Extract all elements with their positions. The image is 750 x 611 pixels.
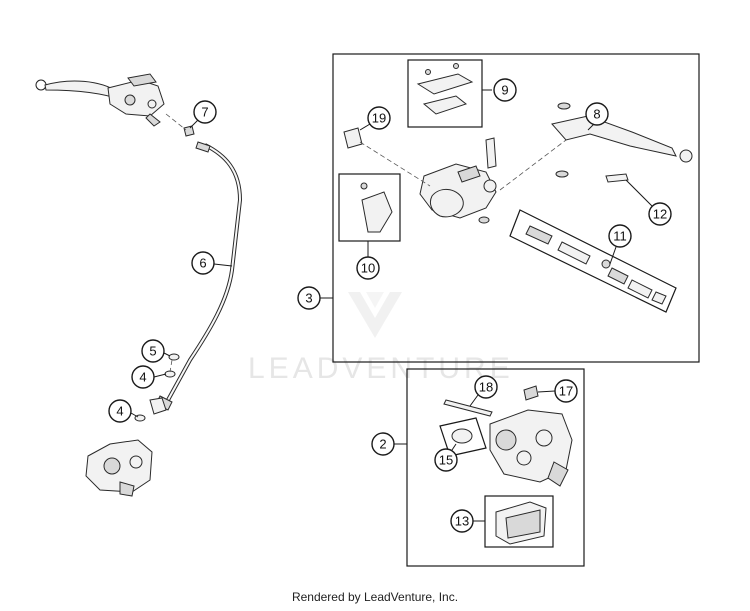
callout-7[interactable]: 7 [193, 100, 217, 124]
clutch-lever-assembly [35, 73, 165, 127]
callout-13[interactable]: 13 [450, 509, 474, 533]
callout-12[interactable]: 12 [648, 202, 672, 226]
assembly-box-15 [439, 417, 487, 457]
svg-text:2: 2 [379, 437, 386, 452]
callout-2[interactable]: 2 [371, 432, 395, 456]
svg-text:3: 3 [305, 291, 312, 306]
slave-cylinder [85, 439, 153, 497]
svg-text:15: 15 [439, 453, 453, 468]
svg-text:17: 17 [559, 384, 573, 399]
callout-5[interactable]: 5 [141, 339, 165, 363]
callout-6[interactable]: 6 [191, 251, 215, 275]
svg-text:6: 6 [199, 256, 206, 271]
caliper-piston [451, 428, 473, 444]
callout-4-upper[interactable]: 4 [131, 365, 155, 389]
footer-credit: Rendered by LeadVenture, Inc. [291, 590, 459, 604]
assembly-box-9 [407, 59, 483, 128]
svg-text:10: 10 [361, 261, 375, 276]
bleeder-17 [523, 385, 539, 401]
brake-caliper [489, 409, 573, 487]
assembly-box-3 [332, 53, 700, 363]
svg-text:12: 12 [653, 207, 667, 222]
assembly-box-11 [509, 209, 677, 313]
svg-text:19: 19 [372, 111, 386, 126]
adjuster-screw-12 [605, 173, 629, 183]
assembly-box-10 [338, 173, 401, 242]
caliper-pin-18 [443, 399, 493, 417]
callout-3[interactable]: 3 [297, 286, 321, 310]
watermark-logo-icon [348, 292, 402, 338]
callout-17[interactable]: 17 [554, 379, 578, 403]
fitting-7 [183, 125, 195, 137]
watermark: LEADVENTURE [248, 292, 510, 385]
callout-11[interactable]: 11 [608, 224, 632, 248]
callout-19[interactable]: 19 [367, 106, 391, 130]
svg-text:5: 5 [149, 344, 156, 359]
assembly-box-2 [406, 368, 585, 567]
callout-4-lower[interactable]: 4 [108, 399, 132, 423]
clutch-hose [155, 141, 243, 411]
callout-15[interactable]: 15 [434, 448, 458, 472]
callout-18[interactable]: 18 [474, 375, 498, 399]
callout-8[interactable]: 8 [585, 102, 609, 126]
svg-text:4: 4 [116, 404, 123, 419]
svg-text:4: 4 [139, 370, 146, 385]
svg-text:8: 8 [593, 107, 600, 122]
lever-boot [361, 191, 393, 233]
piston-19 [343, 127, 363, 149]
brake-pads [495, 501, 547, 545]
reservoir-cap [416, 63, 474, 115]
svg-text:9: 9 [501, 83, 508, 98]
piston-kit [525, 225, 667, 305]
svg-text:7: 7 [201, 105, 208, 120]
svg-text:13: 13 [455, 514, 469, 529]
brake-master-cylinder [359, 137, 567, 224]
washers [134, 353, 180, 422]
brake-lever [551, 102, 693, 178]
svg-text:11: 11 [613, 229, 627, 244]
callout-10[interactable]: 10 [356, 256, 380, 280]
svg-text:18: 18 [479, 380, 493, 395]
callout-9[interactable]: 9 [493, 78, 517, 102]
